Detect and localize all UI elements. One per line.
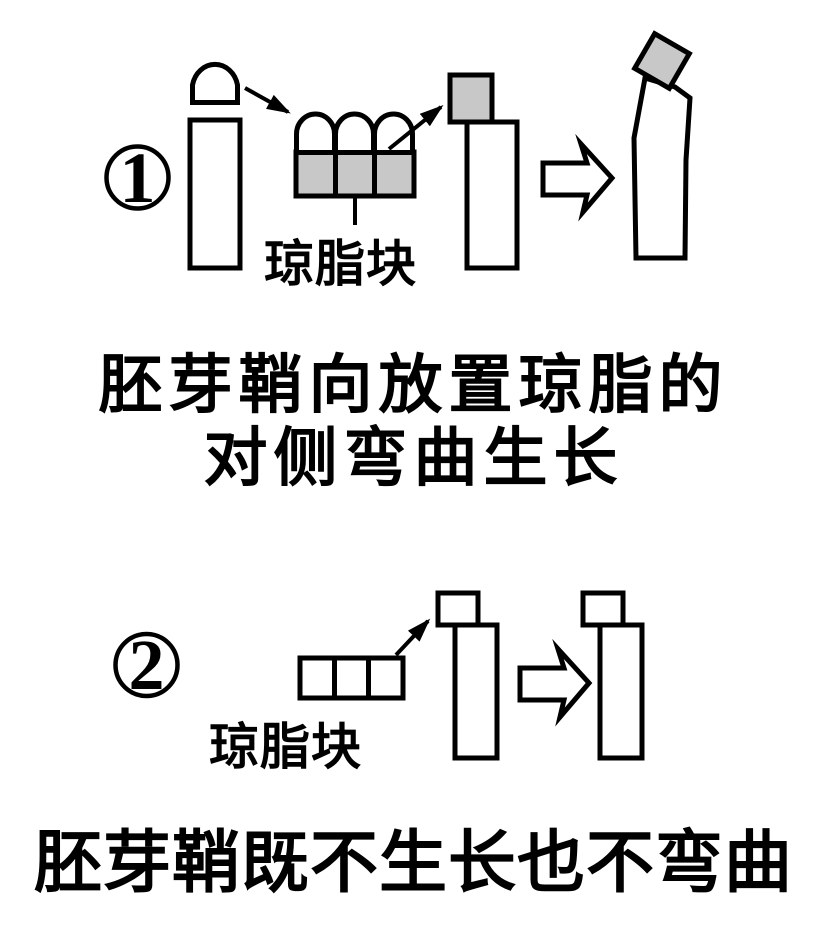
tip-to-agar-arrow-icon [244,86,291,114]
experiment-1-caption-line1: 胚芽鞘向放置琼脂的 [98,350,729,421]
result-arrow-icon [517,638,593,727]
agar-block-label-2: 琼脂块 [209,719,362,775]
coleoptile-body [597,622,645,761]
plain-agar-block-on-tip [435,590,481,628]
experiment-2-diagram: 2 [113,590,645,761]
agar-block-on-tip [447,72,495,125]
coleoptile-body [452,622,500,761]
experiment-2-caption: 胚芽鞘既不生长也不弯曲 [33,825,793,901]
result-arrow-icon [540,133,616,222]
step-2-circle [113,631,180,699]
bent-coleoptile-body [631,74,693,261]
unchanged-coleoptile-result [580,590,645,761]
agar-block-label-1: 琼脂块 [264,236,417,292]
agar-blocks-row [293,149,417,199]
plain-agar-block-on-tip [580,590,626,628]
decapitated-coleoptile-with-plain-agar [435,590,500,761]
step-1-circle [104,144,171,211]
step-1-badge: 1 [104,138,171,218]
step-2-number: 2 [129,625,165,705]
step-2-badge: 2 [113,625,180,705]
agar-to-coleoptile-arrow-icon [387,104,444,151]
experiment-1-caption: 胚芽鞘向放置琼脂的 对侧弯曲生长 [0,349,827,495]
agar-blocks-row [297,655,406,701]
cut-tip-on-agar [294,111,337,155]
cut-tip-on-agar [333,111,376,155]
coleoptile-tip [190,61,240,105]
agar-blocks-with-tips [293,111,417,225]
experiment-1-caption-line2: 对侧弯曲生长 [203,423,624,494]
bent-coleoptile-result [631,30,693,261]
coleoptile-body [187,117,243,271]
intact-coleoptile [187,61,243,271]
step-1-number: 1 [120,138,156,218]
experiment-1-diagram: 1 [104,30,693,271]
decapitated-coleoptile-with-agar [447,72,520,271]
agar-to-coleoptile-arrow-icon [394,618,431,657]
tilted-agar-block [631,30,693,92]
coleoptile-body [464,119,520,271]
plain-agar-blocks [297,655,406,701]
